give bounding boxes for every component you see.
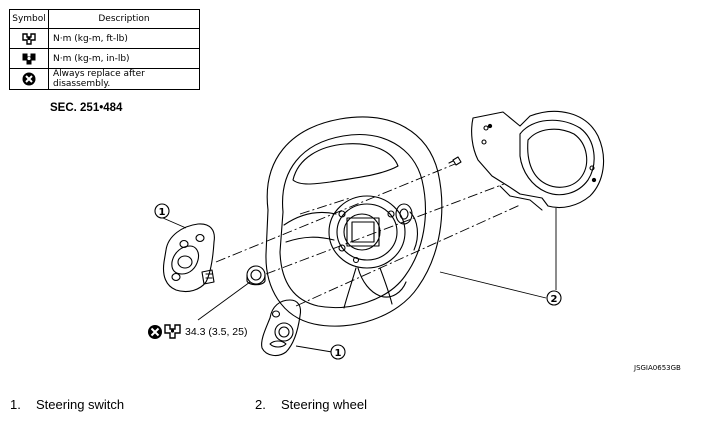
replace-part-icon — [22, 72, 36, 86]
callout-switch-lower: 1 — [330, 344, 346, 360]
part-list-item: 2. Steering wheel — [255, 397, 367, 412]
figure-code: JSGIA0653GB — [634, 364, 681, 372]
part-name: Steering switch — [36, 397, 125, 412]
torque-spec: 34.3 (3.5, 25) — [185, 326, 248, 338]
torque-wrench-filled-icon — [22, 53, 36, 64]
replace-part-icon — [148, 325, 162, 339]
leader-line-switch-upper — [162, 217, 187, 229]
steering-wheel — [265, 116, 443, 327]
steering-switch-upper — [162, 223, 215, 293]
svg-text:2: 2 — [551, 294, 558, 305]
steering-nut — [246, 265, 266, 286]
part-number: 1. — [10, 397, 21, 412]
torque-wrench-icon — [22, 32, 36, 45]
section-label: SEC. 251•484 — [50, 102, 123, 114]
svg-text:1: 1 — [335, 348, 342, 359]
bolt — [448, 156, 462, 166]
steering-switch-lower — [261, 299, 302, 357]
torque-wrench-icon — [164, 324, 181, 339]
part-list-item: 1. Steering switch — [10, 397, 124, 412]
symbol-legend-table: Symbol Description N·m (kg-m, ft-lb) N·m… — [9, 9, 200, 90]
legend-description: Always replace after disassembly. — [48, 68, 200, 90]
callout-wheel: 2 — [546, 290, 562, 306]
part-name: Steering wheel — [281, 397, 367, 412]
steering-column-cover — [471, 110, 605, 211]
legend-row: Always replace after disassembly. — [9, 68, 200, 90]
svg-text:1: 1 — [159, 207, 166, 218]
callout-switch-upper: 1 — [154, 203, 170, 219]
leader-line-switch-lower — [295, 345, 333, 353]
part-number: 2. — [255, 397, 266, 412]
leader-line-wheel — [439, 271, 547, 299]
leader-line-nut — [197, 281, 251, 321]
